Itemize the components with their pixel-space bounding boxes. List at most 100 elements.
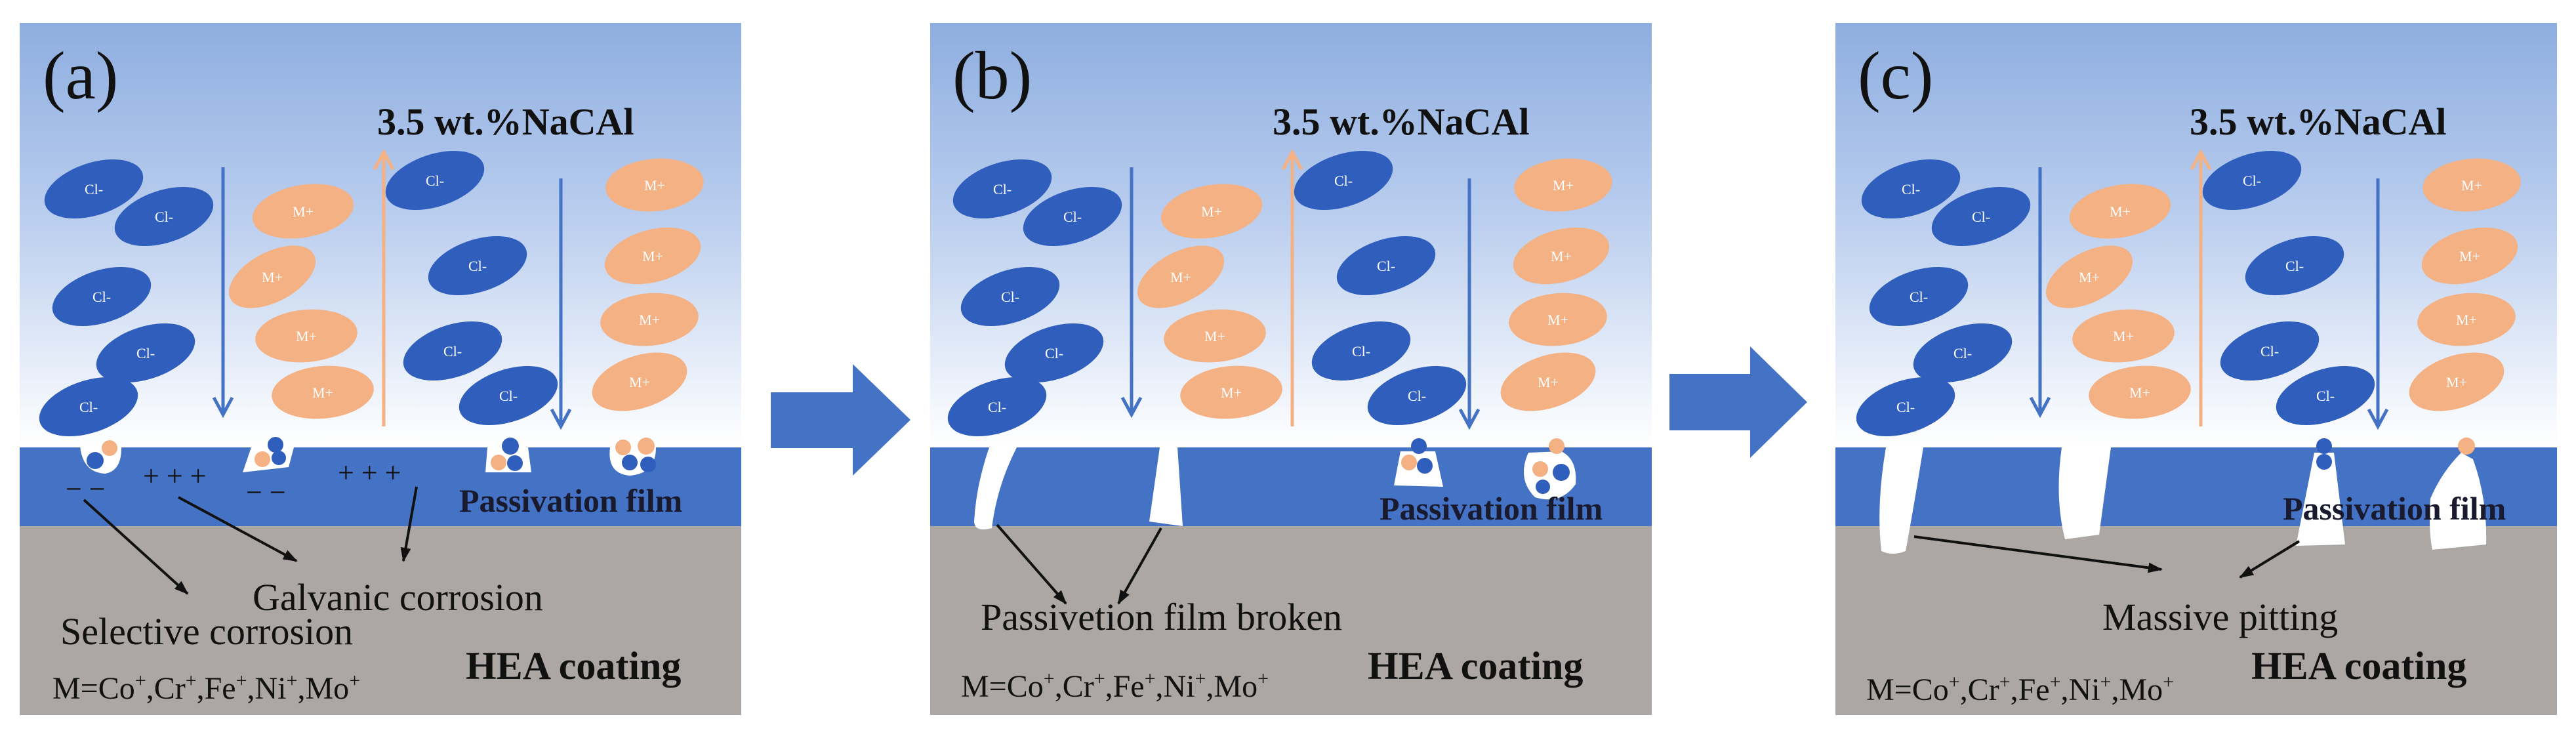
metal-ion: M+	[1513, 227, 1610, 285]
chloride-ion: Cl-	[1367, 365, 1467, 426]
panel-letter: (a)	[43, 38, 118, 113]
solution-label: 3.5 wt.%NaCAl	[2190, 100, 2446, 143]
pit-site	[1394, 438, 1443, 487]
chloride-ion: Cl-	[2202, 150, 2302, 211]
chloride-ion: Cl-	[947, 377, 1047, 437]
metal-ion: M+	[605, 158, 704, 212]
positive-charges: + + +	[143, 460, 206, 492]
svg-text:M+: M+	[639, 312, 660, 328]
selective-corrosion-label: Selective corrosion	[60, 610, 353, 653]
film-breach	[1149, 447, 1183, 526]
substrate-layer	[930, 526, 1652, 715]
metal-ion: M+	[2069, 184, 2171, 239]
chloride-ion: Cl-	[960, 266, 1060, 327]
svg-text:Cl-: Cl-	[1910, 289, 1928, 305]
svg-text:Cl-: Cl-	[1334, 173, 1353, 189]
svg-text:Cl-: Cl-	[155, 209, 173, 225]
svg-text:Cl-: Cl-	[2260, 343, 2279, 360]
svg-text:M+: M+	[1170, 269, 1191, 285]
pit-site	[243, 437, 294, 472]
metal-ion: M+	[2045, 245, 2133, 308]
panel-letter: (c)	[1858, 38, 1933, 113]
svg-text:Cl-: Cl-	[988, 399, 1006, 415]
svg-text:Cl-: Cl-	[1352, 343, 1370, 360]
svg-text:M+: M+	[1538, 374, 1559, 390]
chloride-ion: Cl-	[385, 150, 485, 211]
svg-text:M+: M+	[2461, 177, 2482, 194]
svg-text:M+: M+	[1204, 328, 1225, 344]
chloride-ion: Cl-	[39, 377, 138, 437]
passivation-film-label: Passivation film	[1380, 490, 1603, 527]
pit-site	[1523, 438, 1576, 500]
panel-a: (a) 3.5 wt.%NaCAl Cl- Cl- Cl- Cl- Cl- Cl…	[20, 23, 741, 715]
metal-ion: M+	[1137, 245, 1225, 308]
metal-ion: M+	[2417, 293, 2516, 346]
chloride-ion: Cl-	[952, 159, 1052, 219]
chloride-ion: Cl-	[1294, 150, 1393, 211]
pit-site	[485, 438, 531, 472]
svg-text:M+: M+	[296, 328, 317, 344]
svg-text:M+: M+	[262, 269, 283, 285]
svg-text:Cl-: Cl-	[1063, 209, 1082, 225]
svg-text:M+: M+	[1551, 248, 1572, 264]
chloride-ion: Cl-	[1856, 377, 1955, 437]
chloride-ion: Cl-	[1004, 323, 1104, 383]
metal-ion: M+	[2072, 309, 2175, 363]
svg-text:M+: M+	[1201, 203, 1222, 220]
metal-ion: M+	[2409, 352, 2504, 411]
metal-ion: M+	[2423, 158, 2521, 212]
svg-text:M+: M+	[629, 374, 650, 390]
metal-ion: M+	[600, 293, 699, 346]
chloride-ion: Cl-	[403, 321, 502, 381]
svg-text:M+: M+	[2459, 248, 2480, 264]
chloride-ion: Cl-	[1336, 236, 1436, 296]
svg-text:Cl-: Cl-	[468, 258, 487, 274]
svg-text:M+: M+	[2446, 374, 2467, 390]
svg-text:M+: M+	[2079, 269, 2100, 285]
chloride-ion: Cl-	[1869, 266, 1969, 327]
svg-text:Cl-: Cl-	[1896, 399, 1915, 415]
pit-site	[80, 440, 122, 474]
metal-ion: M+	[272, 365, 374, 419]
metal-ion-formula: M=Co+,Cr+,Fe+,Ni+,Mo+	[1866, 671, 2174, 707]
svg-text:Cl-: Cl-	[85, 181, 103, 197]
negative-charges: − −	[246, 476, 286, 508]
metal-ion: M+	[592, 352, 687, 411]
svg-text:M+: M+	[2129, 384, 2150, 401]
svg-text:Cl-: Cl-	[136, 345, 155, 361]
metal-ion: M+	[1160, 184, 1263, 239]
panel-b: (b) 3.5 wt.%NaCAl Cl- Cl- Cl- Cl- Cl- Cl…	[930, 23, 1652, 715]
svg-text:Cl-: Cl-	[2316, 388, 2335, 404]
metal-ion: M+	[228, 245, 316, 308]
galvanic-corrosion-label: Galvanic corrosion	[253, 576, 543, 619]
panel-c: (c) 3.5 wt.%NaCAl Cl- Cl- Cl- Cl- Cl- Cl…	[1835, 23, 2557, 715]
chloride-ion: Cl-	[1023, 186, 1122, 247]
pit-cavity	[2430, 438, 2487, 550]
chloride-ion: Cl-	[96, 323, 195, 383]
hea-coating-label: HEA coating	[1368, 644, 1583, 688]
svg-text:Cl-: Cl-	[79, 399, 98, 415]
chloride-ion: Cl-	[2220, 321, 2320, 381]
chloride-ion: Cl-	[1311, 321, 1411, 381]
metal-ion: M+	[2089, 365, 2191, 419]
process-arrow	[771, 364, 910, 476]
chloride-ion: Cl-	[1861, 159, 1961, 219]
chloride-ion: Cl-	[114, 186, 214, 247]
svg-text:Cl-: Cl-	[443, 343, 462, 360]
chloride-ion: Cl-	[459, 365, 558, 426]
panel-letter: (b)	[952, 38, 1032, 113]
chloride-ion: Cl-	[52, 266, 152, 327]
chloride-ion: Cl-	[2245, 236, 2344, 296]
metal-ion: M+	[1180, 365, 1282, 419]
solution-label: 3.5 wt.%NaCAl	[377, 100, 634, 143]
svg-text:M+: M+	[293, 203, 314, 220]
chloride-ion: Cl-	[1931, 186, 2031, 247]
hea-coating-label: HEA coating	[466, 644, 681, 688]
metal-ion-formula: M=Co+,Cr+,Fe+,Ni+,Mo+	[52, 670, 360, 706]
passivation-film-label: Passivation film	[459, 482, 682, 519]
pit-cavity	[1879, 447, 1923, 554]
svg-text:M+: M+	[2110, 203, 2131, 220]
svg-text:Cl-: Cl-	[1001, 289, 1019, 305]
metal-ion: M+	[255, 309, 358, 363]
chloride-ion: Cl-	[1913, 323, 2013, 383]
